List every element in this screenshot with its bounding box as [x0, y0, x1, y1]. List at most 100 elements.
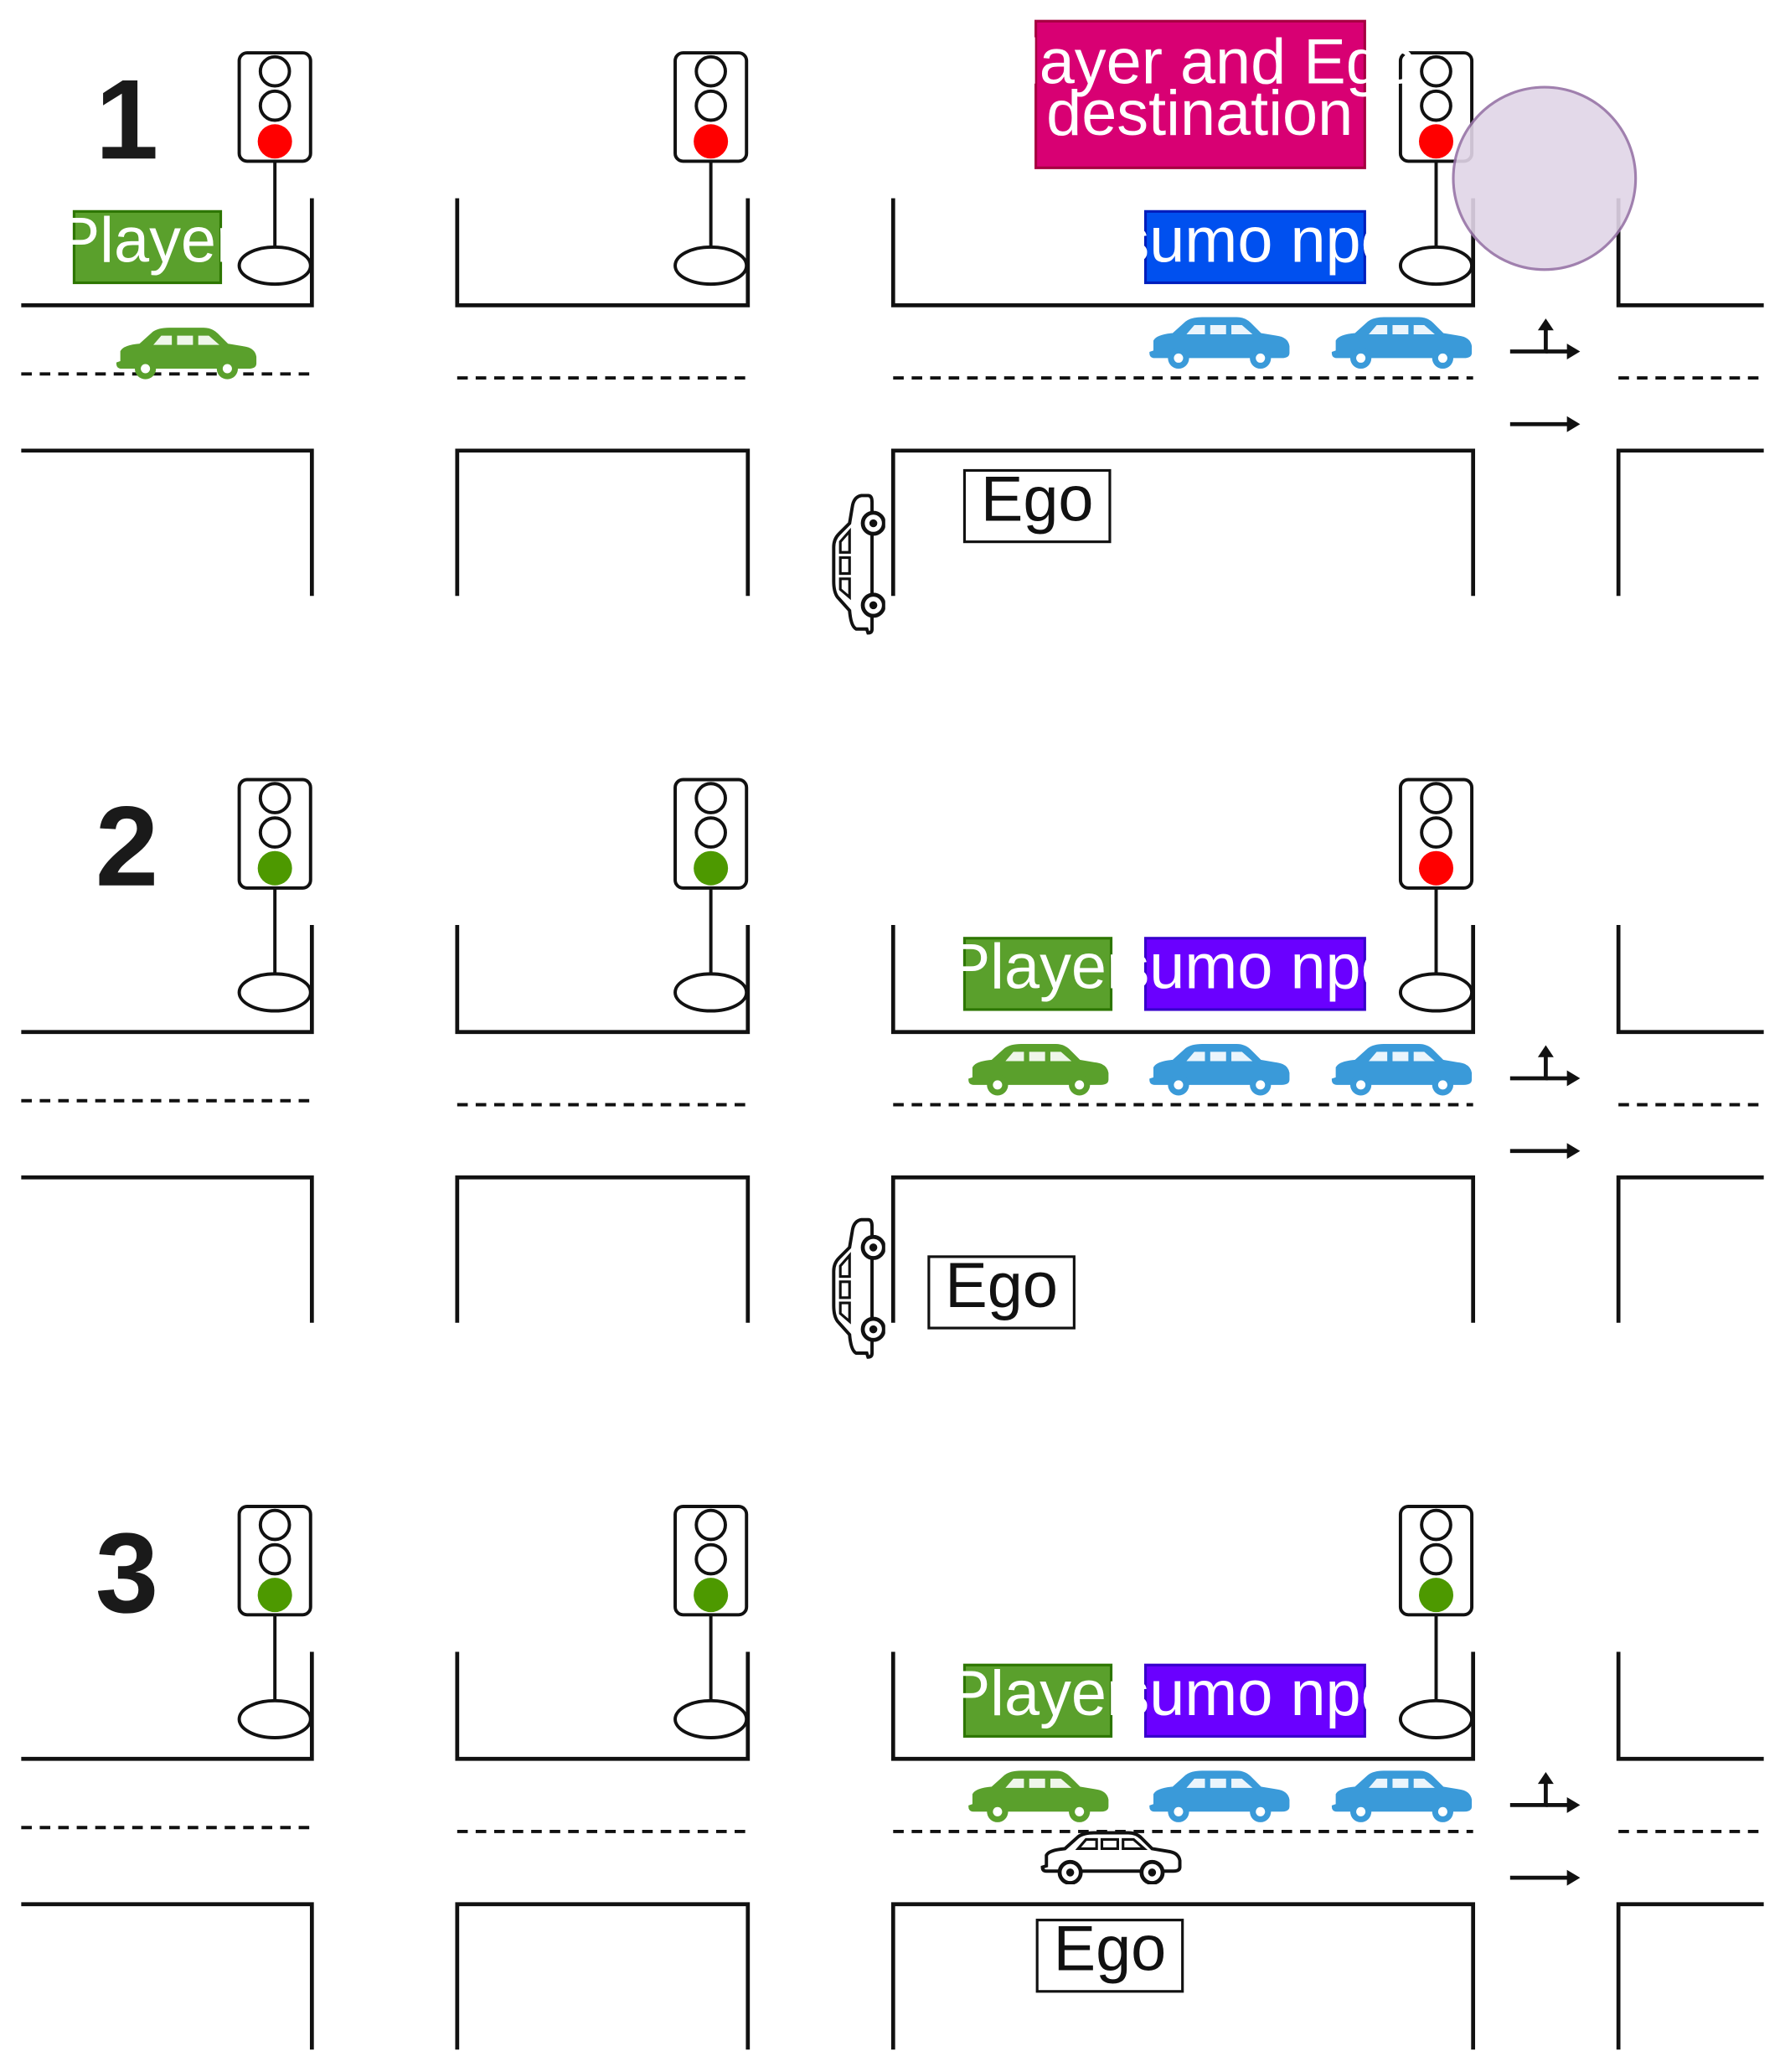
lane-arrows: [1509, 1771, 1581, 1886]
traffic-light-2-lamp-top: [694, 782, 727, 814]
straight-arrow-head-lower: [1566, 1143, 1581, 1160]
player-label-text: Player: [58, 204, 238, 276]
traffic-light-2-base: [673, 1698, 749, 1739]
left-arrow-head: [1537, 1771, 1554, 1785]
traffic-light-1-lamp-middle: [258, 816, 291, 849]
ego-car-body: [833, 495, 884, 633]
kerb-lower-block-3: [890, 448, 1476, 597]
npc-label-box: [1143, 1663, 1366, 1738]
traffic-light-2-base: [673, 245, 749, 287]
left-arrow-head: [1537, 318, 1554, 331]
traffic-light-1-lamp-middle: [258, 1542, 291, 1576]
straight-arrow-head-lower: [1566, 416, 1581, 432]
kerb-upper-block-2: [455, 925, 751, 1035]
npc-label-text: sumo npc: [1117, 932, 1392, 1003]
kerb-lower-block-3: [890, 1175, 1476, 1323]
panel-number: 3: [95, 1509, 158, 1636]
road-layout: [21, 198, 1764, 597]
traffic-light-1-lamp-top: [258, 1508, 291, 1542]
kerb-upper-block-1: [21, 198, 314, 307]
kerb-lower-block-1: [21, 448, 314, 597]
traffic-light-2-lamp-middle: [694, 816, 727, 849]
kerb-upper-block-4: [1616, 1651, 1764, 1761]
traffic-light-2: [673, 778, 749, 1013]
kerb-upper-block-3: [890, 198, 1476, 307]
npc-car-2: [1331, 1770, 1473, 1824]
kerb-upper-block-3: [890, 1651, 1476, 1761]
npc-car-2: [1331, 1043, 1473, 1098]
straight-arrow-head-upper: [1566, 1796, 1581, 1813]
traffic-light-2-lamp-top: [694, 54, 727, 88]
ego-label-box: [962, 468, 1112, 544]
ego-label: Ego: [1035, 1914, 1184, 1993]
player-label-text: Player: [948, 932, 1128, 1003]
traffic-light-1-lamp-middle: [258, 89, 291, 122]
player-label: Player: [58, 204, 238, 285]
npc-label: sumo npc: [1117, 1658, 1393, 1738]
traffic-light-2-lamp-lit: [694, 124, 729, 159]
kerb-upper-block-1: [21, 925, 314, 1035]
player-car: [968, 1770, 1109, 1824]
kerb-lower-block-4: [1616, 448, 1764, 597]
destination-label-line-2: destination: [1046, 78, 1353, 149]
traffic-light-3-lamp-middle: [1420, 89, 1452, 122]
traffic-light-3-lamp-middle: [1420, 1542, 1452, 1576]
left-arrow-head: [1537, 1045, 1554, 1057]
traffic-light-3-lamp-lit: [1419, 1578, 1454, 1613]
traffic-light-3-base: [1398, 972, 1474, 1013]
straight-arrow-head-upper: [1566, 1070, 1581, 1087]
kerb-lower-block-4: [1616, 1902, 1764, 2050]
player-label: Player: [948, 1658, 1128, 1738]
panel-number: 1: [95, 55, 158, 183]
traffic-light-1-base: [237, 1698, 312, 1739]
straight-arrow-head-lower: [1566, 1869, 1581, 1886]
traffic-light-3-base: [1398, 1698, 1474, 1739]
kerb-lower-block-1: [21, 1175, 314, 1323]
npc-label-box: [1143, 209, 1366, 285]
lane-arrows: [1509, 318, 1581, 432]
kerb-upper-block-3: [890, 925, 1476, 1035]
traffic-light-3: [1398, 778, 1474, 1013]
traffic-light-2: [673, 51, 749, 287]
player-label-box: [72, 209, 223, 285]
traffic-light-1-lamp-top: [258, 782, 291, 814]
traffic-light-3: [1398, 1505, 1474, 1739]
npc-car-1: [1149, 317, 1290, 370]
ego-label: Ego: [962, 463, 1112, 544]
kerb-upper-block-2: [455, 1651, 751, 1761]
npc-label-box: [1143, 937, 1366, 1011]
npc-car-1: [1149, 1770, 1290, 1824]
kerb-lower-block-1: [21, 1902, 314, 2050]
traffic-light-2-lamp-top: [694, 1508, 727, 1542]
traffic-light-3-lamp-top: [1420, 54, 1452, 88]
kerb-lower-block-3: [890, 1902, 1476, 2050]
ego-label-text: Ego: [945, 1250, 1058, 1321]
ego-car: [833, 1220, 884, 1357]
player-label-box: [962, 937, 1113, 1011]
npc-car-2: [1331, 317, 1473, 370]
kerb-upper-block-2: [455, 198, 751, 307]
kerb-lower-block-4: [1616, 1175, 1764, 1323]
player-label-text: Player: [948, 1658, 1128, 1729]
ego-label-box: [927, 1255, 1076, 1330]
traffic-light-3-lamp-top: [1420, 1508, 1452, 1542]
ego-label-box: [1035, 1919, 1184, 1993]
ego-car: [1043, 1833, 1180, 1883]
kerb-upper-block-4: [1616, 925, 1764, 1035]
traffic-light-1-base: [237, 972, 312, 1013]
lane-arrows: [1509, 1045, 1581, 1160]
traffic-light-1-lamp-lit: [257, 124, 292, 159]
destination-label-box: [1034, 19, 1366, 169]
road-layout: [21, 1651, 1764, 2050]
ego-label: Ego: [927, 1250, 1076, 1330]
panel-number: 2: [95, 783, 158, 910]
destination-label-line-1: Player and Ego: [983, 26, 1416, 97]
kerb-lower-block-2: [455, 1902, 751, 2050]
kerb-lower-block-2: [455, 1175, 751, 1323]
